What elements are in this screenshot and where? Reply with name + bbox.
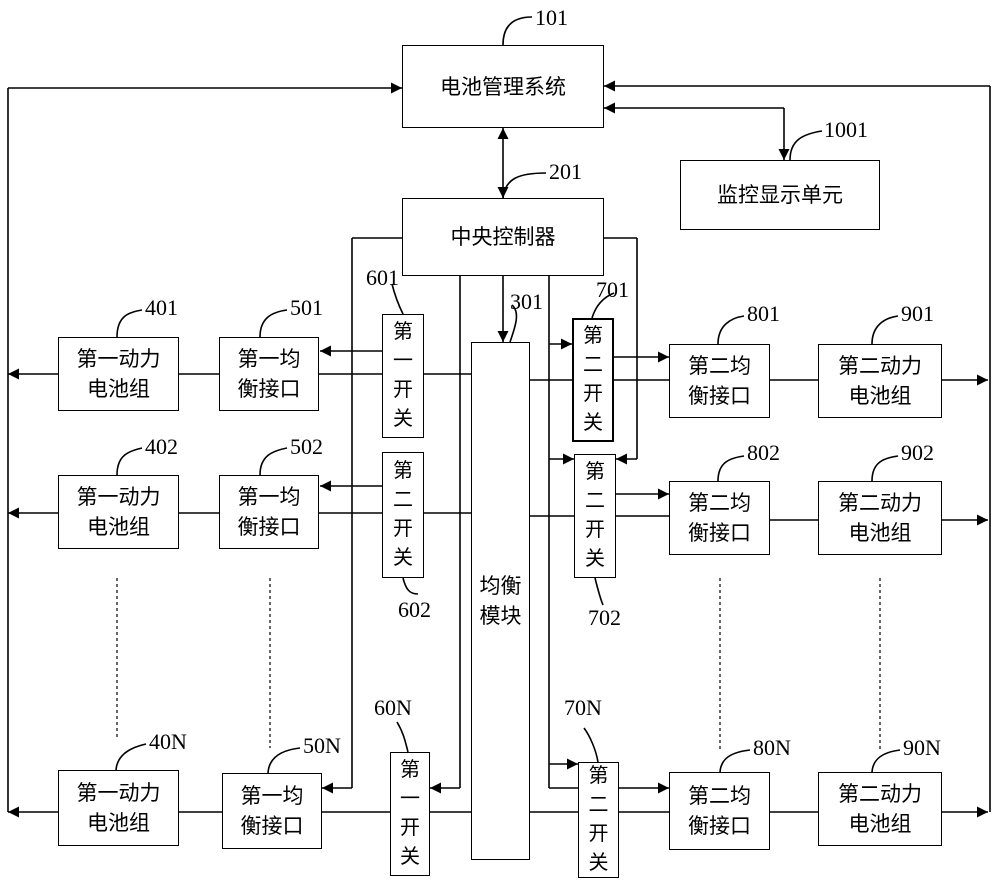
first-battery-pack-401: 第一动力 电池组 <box>58 337 179 411</box>
ref-label-401: 401 <box>145 295 178 320</box>
ref-label-60N: 60N <box>374 695 412 720</box>
second-switch-70N: 第 二 开 关 <box>578 762 619 878</box>
second-battery-pack-901: 第二动力 电池组 <box>818 344 942 418</box>
ref-label-80N: 80N <box>753 735 791 760</box>
first-battery-pack-402: 第一动力 电池组 <box>58 475 179 549</box>
second-balance-interface-801: 第二均 衡接口 <box>669 344 770 418</box>
second-switch-702: 第 二 开 关 <box>574 454 616 578</box>
ref-label-601: 601 <box>366 265 399 290</box>
ref-label-802: 802 <box>747 440 780 465</box>
first-balance-interface-501: 第一均 衡接口 <box>219 337 319 411</box>
ref-label-40N: 40N <box>149 729 187 754</box>
ref-label-701: 701 <box>596 277 629 302</box>
first-balance-interface-50N: 第一均 衡接口 <box>222 773 322 849</box>
first-balance-interface-502: 第一均 衡接口 <box>219 475 319 549</box>
second-battery-pack-90N: 第二动力 电池组 <box>818 772 942 846</box>
battery-management-system-box: 电池管理系统 <box>402 45 604 128</box>
second-balance-interface-80N: 第二均 衡接口 <box>669 772 770 850</box>
second-battery-pack-902: 第二动力 电池组 <box>818 481 942 555</box>
ref-label-50N: 50N <box>303 733 341 758</box>
ref-label-402: 402 <box>145 434 178 459</box>
ref-label-902: 902 <box>901 440 934 465</box>
ref-label-801: 801 <box>747 301 780 326</box>
balance-module-box: 均衡 模块 <box>471 342 530 860</box>
second-balance-interface-802: 第二均 衡接口 <box>669 481 770 555</box>
ref-label-602: 602 <box>398 597 431 622</box>
central-controller-box: 中央控制器 <box>402 198 604 276</box>
monitor-display-unit-box: 监控显示单元 <box>680 160 880 230</box>
first-switch-601: 第 一 开 关 <box>382 314 424 438</box>
ref-label-702: 702 <box>588 605 621 630</box>
ref-label-101: 101 <box>535 5 568 30</box>
ref-label-1001: 1001 <box>824 117 868 142</box>
ref-label-901: 901 <box>901 301 934 326</box>
ref-label-70N: 70N <box>564 695 602 720</box>
second-switch-602: 第 二 开 关 <box>382 452 424 578</box>
ref-label-502: 502 <box>290 434 323 459</box>
ref-label-501: 501 <box>290 295 323 320</box>
ref-label-201: 201 <box>549 159 582 184</box>
ref-label-301: 301 <box>510 289 543 314</box>
first-battery-pack-40N: 第一动力 电池组 <box>58 770 179 846</box>
first-switch-60N: 第 一 开 关 <box>390 752 430 876</box>
ref-label-90N: 90N <box>903 735 941 760</box>
second-switch-701: 第 二 开 关 <box>572 318 614 442</box>
